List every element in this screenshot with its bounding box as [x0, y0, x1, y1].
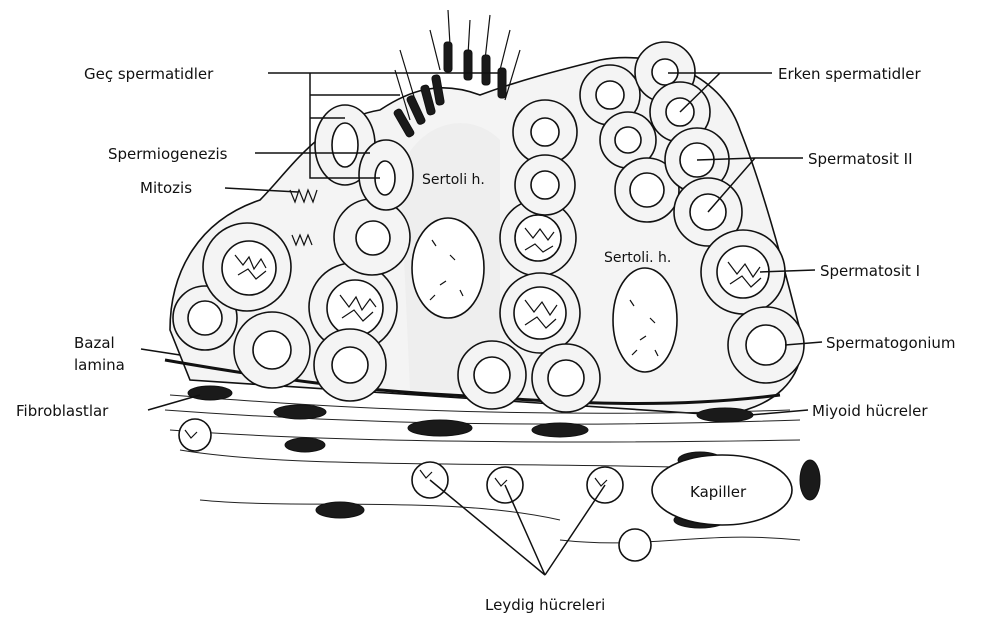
early-spermatid-nucleus	[596, 81, 624, 109]
label-sertoli-2: Sertoli. h.	[604, 250, 671, 266]
label-bazal: Bazal	[74, 334, 115, 352]
label-erken-spermatidler: Erken spermatidler	[778, 65, 922, 83]
label-spermiogenezis: Spermiogenezis	[108, 145, 228, 163]
spermatogonium-nucleus	[548, 360, 584, 396]
leydig-cell	[619, 529, 651, 561]
sertoli-nucleus-1	[412, 218, 484, 318]
fibroblast	[188, 386, 232, 400]
label-leydig-hucreleri: Leydig hücreleri	[485, 596, 605, 614]
spermatid-nucleus	[531, 171, 559, 199]
fibroblast	[285, 438, 325, 452]
sertoli-nucleus-2	[613, 268, 677, 372]
spermatocyte-nucleus	[356, 221, 390, 255]
early-spermatid-nucleus	[615, 127, 641, 153]
spermatid-nucleus	[332, 123, 358, 167]
spermatogonium-nucleus	[188, 301, 222, 335]
spermatogonium-nucleus	[746, 325, 786, 365]
label-mitozis: Mitozis	[140, 179, 192, 197]
label-spermatosit-2: Spermatosit II	[808, 150, 913, 168]
label-fibroblastlar: Fibroblastlar	[16, 402, 109, 420]
interstitial-tissue	[165, 386, 820, 561]
label-kapiller: Kapiller	[690, 483, 747, 501]
myoid-cell	[697, 408, 753, 422]
fibroblast	[316, 502, 364, 518]
leydig-cell	[179, 419, 211, 451]
capillary-cell	[800, 460, 820, 500]
spermatocyte-nucleus	[515, 215, 561, 261]
spermatocyte-nucleus	[222, 241, 276, 295]
label-spermatogonium: Spermatogonium	[826, 334, 956, 352]
spermatid-nucleus	[531, 118, 559, 146]
label-sertoli-1: Sertoli h.	[422, 172, 485, 188]
spermatocyte-nucleus	[327, 280, 383, 336]
label-gec-spermatidler: Geç spermatidler	[84, 65, 214, 83]
myoid-cell	[408, 420, 472, 436]
label-miyoid-hucreler: Miyoid hücreler	[812, 402, 928, 420]
early-spermatid-nucleus	[652, 59, 678, 85]
spermatogonium-nucleus	[332, 347, 368, 383]
label-lamina: lamina	[74, 356, 125, 374]
spermatogonium-nucleus	[474, 357, 510, 393]
label-spermatosit-1: Spermatosit I	[820, 262, 920, 280]
myoid-cell	[532, 423, 588, 437]
secondary-spermatocyte-nucleus	[630, 173, 664, 207]
spermatogonium-nucleus	[253, 331, 291, 369]
myoid-cell	[274, 405, 326, 419]
spermatocyte-nucleus	[514, 287, 566, 339]
